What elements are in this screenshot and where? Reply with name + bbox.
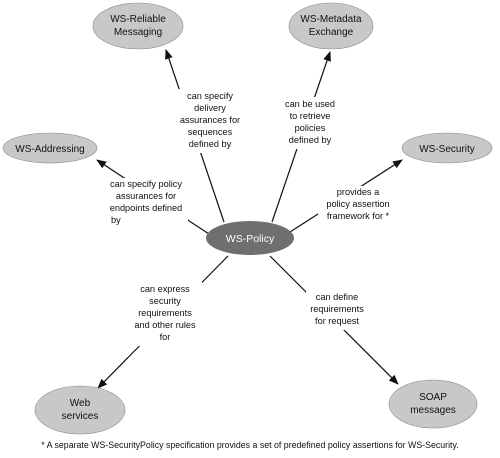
node-label-line-1: WS-Reliable	[110, 14, 166, 25]
edge-label-line: assurances for	[180, 115, 240, 125]
edge-label-line: provides a	[337, 187, 380, 197]
edge-label-line: by	[111, 215, 121, 225]
edge-label-line: for	[160, 332, 171, 342]
edge-label-line: and other rules	[134, 320, 196, 330]
edge-label-line: defined by	[189, 139, 232, 149]
edge-label-web-services: can express security requirements and ot…	[128, 282, 202, 346]
edge-label-reliable-messaging: can specify delivery assurances for sequ…	[170, 89, 250, 153]
node-label-line-1: Web	[70, 398, 91, 409]
edge-label-line: security	[149, 296, 181, 306]
edge-label-line: for request	[315, 316, 359, 326]
node-ws-addressing: WS-Addressing	[2, 132, 98, 164]
node-shape	[34, 385, 126, 435]
node-shape	[2, 132, 98, 164]
footnote: * A separate WS-SecurityPolicy specifica…	[41, 440, 458, 450]
edge-label-line: to retrieve	[290, 111, 331, 121]
edge-label-line: can be used	[285, 99, 335, 109]
node-shape	[388, 379, 478, 429]
node-ws-reliable-messaging: WS-Reliable Messaging	[92, 2, 184, 50]
edge-label-metadata-exchange: can be used to retrieve policies defined…	[279, 97, 341, 149]
edge-label-line: assurances for	[116, 191, 176, 201]
node-label-line-2: Exchange	[309, 27, 354, 38]
center-node-label: WS-Policy	[226, 233, 275, 245]
edge-label-line: requirements	[138, 308, 192, 318]
edge-label-line: policy assertion	[326, 199, 389, 209]
edge-label-line: delivery	[194, 103, 226, 113]
node-label: WS-Addressing	[15, 144, 84, 155]
node-shape	[288, 2, 374, 50]
node-ws-metadata-exchange: WS-Metadata Exchange	[288, 2, 374, 50]
edge-label-line: requirements	[310, 304, 364, 314]
edge-label-line: endpoints defined	[110, 203, 183, 213]
node-label-line-1: WS-Metadata	[300, 14, 362, 25]
node-shape	[92, 2, 184, 50]
edge-label-line: policies	[295, 123, 326, 133]
node-label-line-2: Messaging	[114, 27, 162, 38]
center-node-shape	[206, 221, 294, 255]
node-label-line-2: messages	[410, 405, 456, 416]
edge-label-line: can define	[316, 292, 358, 302]
edge-label-line: defined by	[289, 135, 332, 145]
edge-label-line: can express	[140, 284, 190, 294]
edge-label-ws-addressing: can specify policy assurances for endpoi…	[104, 178, 188, 230]
edge-label-ws-security: provides a policy assertion framework fo…	[318, 186, 398, 226]
node-soap-messages: SOAP messages	[388, 379, 478, 429]
edge-label-line: can specify	[187, 91, 233, 101]
edge-label-line: sequences	[188, 127, 233, 137]
node-label: WS-Security	[419, 144, 475, 155]
node-label-line-2: services	[62, 411, 99, 422]
node-label-line-1: SOAP	[419, 392, 447, 403]
edge-label-line: framework for *	[327, 211, 390, 221]
node-ws-security: WS-Security	[401, 132, 493, 164]
edge-label-line: can specify policy	[110, 179, 182, 189]
center-node-ws-policy: WS-Policy	[206, 221, 294, 255]
node-web-services: Web services	[34, 385, 126, 435]
edge-label-soap-messages: can define requirements for request	[306, 290, 368, 330]
node-shape	[401, 132, 493, 164]
